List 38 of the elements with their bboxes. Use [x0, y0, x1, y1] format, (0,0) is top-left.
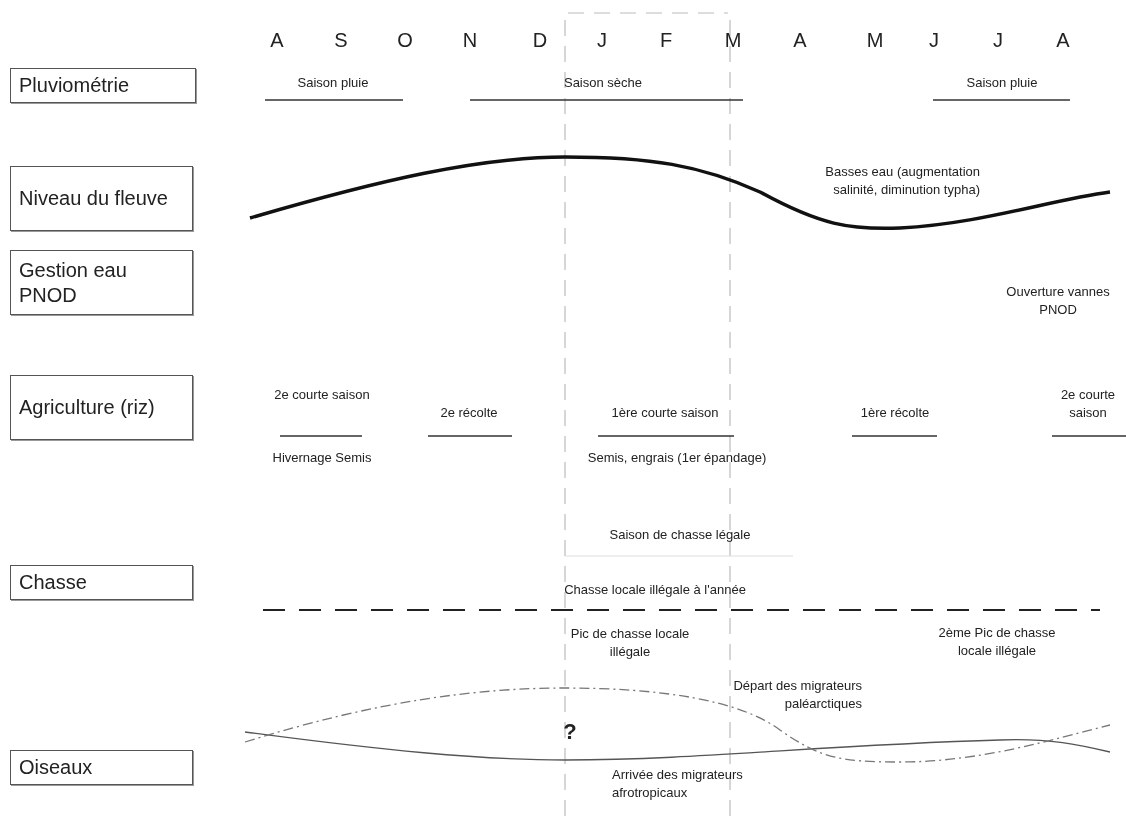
annotation-text: Saison pluie	[965, 74, 1039, 92]
annotation-text: Arrivée des migrateurs afrotropicaux	[612, 766, 744, 802]
annotation-text: Chasse locale illégale à l'année	[563, 581, 747, 599]
annotation-text: 2ème Pic de chasse locale illégale	[937, 624, 1057, 660]
row-header-box: Chasse	[10, 565, 193, 600]
row-header-box: Oiseaux	[10, 750, 193, 785]
month-label: J	[596, 28, 608, 52]
row-header-box: Gestion eau PNOD	[10, 250, 193, 315]
annotation-text: 2e récolte	[439, 404, 499, 422]
question-mark: ?	[562, 720, 578, 744]
month-label: F	[658, 28, 674, 52]
month-label: M	[723, 28, 743, 52]
annotation-text: 2e courte saison	[273, 386, 371, 404]
month-label: A	[269, 28, 285, 52]
row-header-box: Niveau du fleuve	[10, 166, 193, 231]
month-label: A	[792, 28, 808, 52]
annotation-text: Ouverture vannes PNOD	[1005, 283, 1111, 319]
annotation-text: Basses eau (augmentation salinité, diminution typha)	[824, 163, 980, 199]
month-label: M	[865, 28, 885, 52]
row-header-box: Agriculture (riz)	[10, 375, 193, 440]
month-label: S	[333, 28, 349, 52]
annotation-text: Semis, engrais (1er épandage)	[586, 449, 768, 467]
month-label: J	[992, 28, 1004, 52]
row-header-box: Pluviométrie	[10, 68, 196, 103]
annotation-text: 1ère récolte	[859, 404, 931, 422]
month-label: A	[1055, 28, 1071, 52]
month-label: O	[396, 28, 414, 52]
annotation-text: Saison de chasse légale	[608, 526, 752, 544]
annotation-text: Saison sèche	[562, 74, 644, 92]
month-label: D	[531, 28, 549, 52]
annotation-text: 2e courte saison	[1059, 386, 1117, 422]
annotation-text: Départ des migrateurs paléarctiques	[732, 677, 862, 713]
annotation-text: Hivernage Semis	[272, 449, 372, 467]
annotation-text: 1ère courte saison	[610, 404, 720, 422]
month-label: N	[461, 28, 479, 52]
annotation-text: Pic de chasse locale illégale	[570, 625, 690, 661]
month-label: J	[928, 28, 940, 52]
annotation-text: Saison pluie	[296, 74, 370, 92]
